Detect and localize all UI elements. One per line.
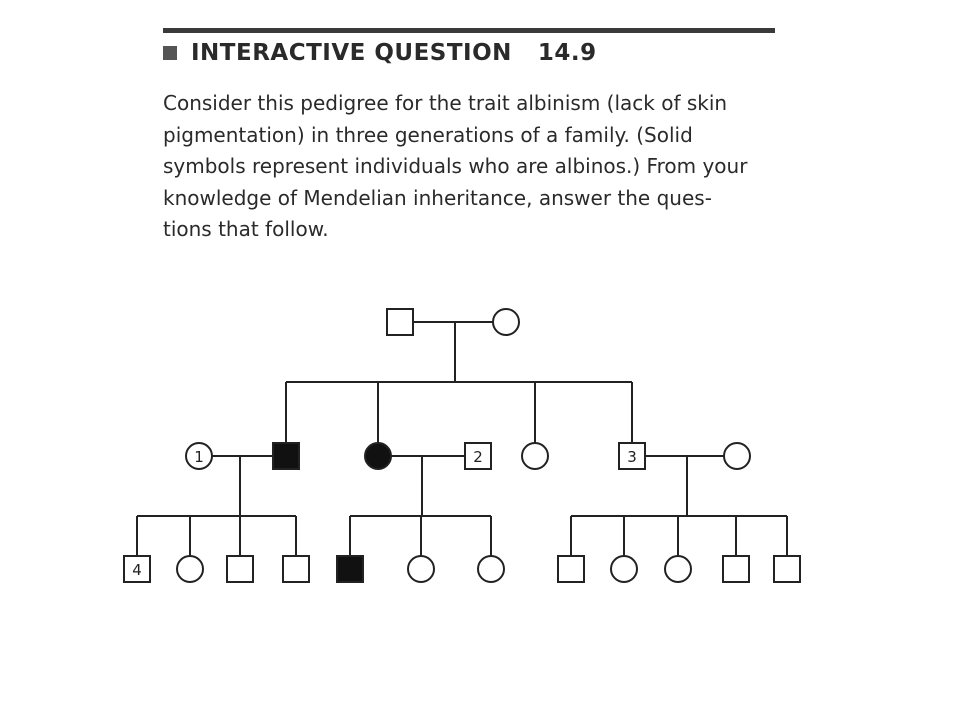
heading-bullet-icon bbox=[163, 46, 177, 60]
affected-female-circle bbox=[364, 442, 392, 470]
unaffected-female-circle bbox=[185, 442, 213, 470]
unaffected-female-circle bbox=[492, 308, 520, 336]
affected-male-square bbox=[336, 555, 364, 583]
unaffected-female-circle bbox=[407, 555, 435, 583]
question-line: symbols represent individuals who are al… bbox=[163, 154, 748, 178]
question-line: knowledge of Mendelian inheritance, answ… bbox=[163, 185, 712, 210]
unaffected-male-square bbox=[226, 555, 254, 583]
unaffected-female-circle bbox=[723, 442, 751, 470]
top-rule bbox=[163, 28, 775, 33]
unaffected-male-square bbox=[773, 555, 801, 583]
question-heading: INTERACTIVE QUESTION 14.9 bbox=[163, 40, 597, 66]
individual-number-label: 4 bbox=[132, 561, 142, 579]
unaffected-male-square bbox=[722, 555, 750, 583]
individual-number-label: 1 bbox=[194, 448, 204, 466]
question-line: pigmentation) in three generations of a … bbox=[163, 122, 693, 147]
unaffected-female-circle bbox=[477, 555, 505, 583]
unaffected-female-circle bbox=[610, 555, 638, 583]
affected-male-square bbox=[272, 442, 300, 470]
unaffected-female-circle bbox=[176, 555, 204, 583]
question-line: Consider this pedigree for the trait alb… bbox=[163, 91, 728, 115]
unaffected-male-square bbox=[464, 442, 492, 470]
unaffected-female-circle bbox=[664, 555, 692, 583]
unaffected-male-square bbox=[618, 442, 646, 470]
unaffected-female-circle bbox=[521, 442, 549, 470]
unaffected-male-square bbox=[386, 308, 414, 336]
individual-number-label: 3 bbox=[627, 448, 637, 466]
heading-title: INTERACTIVE QUESTION bbox=[191, 40, 512, 66]
unaffected-male-square bbox=[557, 555, 585, 583]
unaffected-male-square bbox=[282, 555, 310, 583]
heading-number: 14.9 bbox=[537, 40, 597, 66]
individual-number-label: 2 bbox=[473, 448, 483, 466]
question-text: Consider this pedigree for the trait alb… bbox=[163, 88, 803, 246]
unaffected-male-square bbox=[123, 555, 151, 583]
question-line: tions that follow. bbox=[163, 217, 329, 241]
